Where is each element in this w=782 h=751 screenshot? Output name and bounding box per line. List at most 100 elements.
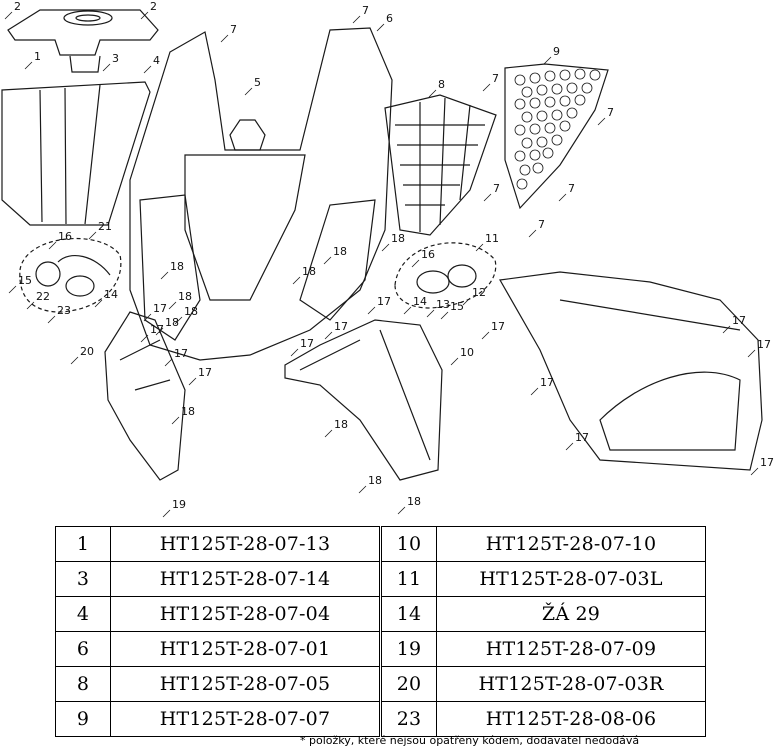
callout-17: 17 [150, 323, 164, 336]
part-9-mesh [504, 63, 609, 210]
callout-2: 2 [14, 0, 21, 13]
callout-7: 7 [492, 72, 499, 85]
leader-line [367, 306, 376, 315]
leader-line [475, 243, 484, 252]
leader-line [140, 334, 149, 343]
callout-10: 10 [460, 346, 474, 359]
leader-line [8, 285, 17, 294]
leader-line [352, 15, 361, 24]
leader-line [70, 356, 79, 365]
callout-8: 8 [438, 78, 445, 91]
callout-23: 23 [57, 304, 71, 317]
callout-7: 7 [493, 182, 500, 195]
callout-17: 17 [334, 320, 348, 333]
callout-17: 17 [760, 456, 774, 469]
leader-line [358, 485, 367, 494]
part-number: 10 [379, 526, 437, 562]
leader-line [140, 11, 149, 20]
part-code: HT125T-28-07-05 [110, 666, 381, 702]
leader-line [160, 271, 169, 280]
leader-line [543, 56, 552, 65]
callout-18: 18 [181, 405, 195, 418]
callout-7: 7 [230, 23, 237, 36]
table-row: 3 HT125T-28-07-14 11 HT125T-28-07-03L [55, 561, 706, 597]
leader-line [426, 309, 435, 318]
leader-line [162, 509, 171, 518]
leader-line [381, 243, 390, 252]
part-number: 8 [55, 666, 111, 702]
part-number: 9 [55, 701, 111, 737]
callout-9: 9 [553, 45, 560, 58]
leader-line [292, 276, 301, 285]
leader-line [94, 299, 103, 308]
leader-line [24, 61, 33, 70]
leader-line [174, 316, 183, 325]
part-number: 3 [55, 561, 111, 597]
part-1-bracket [7, 9, 159, 73]
leader-line [47, 315, 56, 324]
part-8-grille [384, 94, 497, 236]
callout-15: 15 [450, 300, 464, 313]
part-code: HT125T-28-07-03L [436, 561, 706, 597]
leader-line [481, 331, 490, 340]
leader-line [48, 241, 57, 250]
leader-line [143, 313, 152, 322]
callout-17: 17 [491, 320, 505, 333]
callout-18: 18 [334, 418, 348, 431]
part-code: HT125T-28-07-07 [110, 701, 381, 737]
callout-17: 17 [575, 431, 589, 444]
leader-line [403, 306, 412, 315]
callout-17: 17 [198, 366, 212, 379]
callout-21: 21 [98, 220, 112, 233]
leader-line [376, 23, 385, 32]
leader-line [171, 416, 180, 425]
part-number: 19 [379, 631, 437, 667]
leader-line [482, 83, 491, 92]
callout-7: 7 [538, 218, 545, 231]
table-row: 1 HT125T-28-07-13 10 HT125T-28-07-10 [55, 526, 706, 562]
leader-line [143, 65, 152, 74]
callout-14: 14 [104, 288, 118, 301]
parts-table: 1 HT125T-28-07-13 10 HT125T-28-07-10 3 H… [55, 526, 706, 737]
leader-line [164, 358, 173, 367]
callout-17: 17 [174, 347, 188, 360]
callout-18: 18 [178, 290, 192, 303]
leader-line [188, 377, 197, 386]
part-code: HT125T-28-07-09 [436, 631, 706, 667]
callout-22: 22 [36, 290, 50, 303]
callout-3: 3 [112, 52, 119, 65]
callout-18: 18 [407, 495, 421, 508]
callout-17: 17 [377, 295, 391, 308]
table-row: 4 HT125T-28-07-04 14 ŽÁ 29 [55, 596, 706, 632]
part-code: HT125T-28-07-04 [110, 596, 381, 632]
leader-line [747, 349, 756, 358]
part-code: HT125T-28-07-10 [436, 526, 706, 562]
part-number: 4 [55, 596, 111, 632]
part-number: 11 [379, 561, 437, 597]
part-number: 20 [379, 666, 437, 702]
callout-11: 11 [485, 232, 499, 245]
table-row: 9 HT125T-28-07-07 23 HT125T-28-08-06 [55, 701, 706, 737]
callout-18: 18 [302, 265, 316, 278]
callout-18: 18 [391, 232, 405, 245]
callout-7: 7 [362, 4, 369, 17]
part-20-lamp-assembly [19, 237, 122, 313]
callout-7: 7 [568, 182, 575, 195]
footnote: * položky, které nejsou opatřeny kódem, … [300, 734, 640, 747]
callout-17: 17 [300, 337, 314, 350]
callout-14: 14 [413, 295, 427, 308]
callout-1: 1 [34, 50, 41, 63]
leader-line [530, 387, 539, 396]
part-19-side-panel [104, 311, 186, 481]
part-11-lamp-assembly [394, 242, 497, 309]
part-number: 1 [55, 526, 111, 562]
leader-line [450, 357, 459, 366]
leader-line [558, 193, 567, 202]
leader-line [155, 327, 164, 336]
part-number: 23 [379, 701, 437, 737]
leader-line [750, 467, 759, 476]
leader-line [483, 193, 492, 202]
part-4-panel [1, 81, 151, 226]
callout-20: 20 [80, 345, 94, 358]
leader-line [88, 231, 97, 240]
